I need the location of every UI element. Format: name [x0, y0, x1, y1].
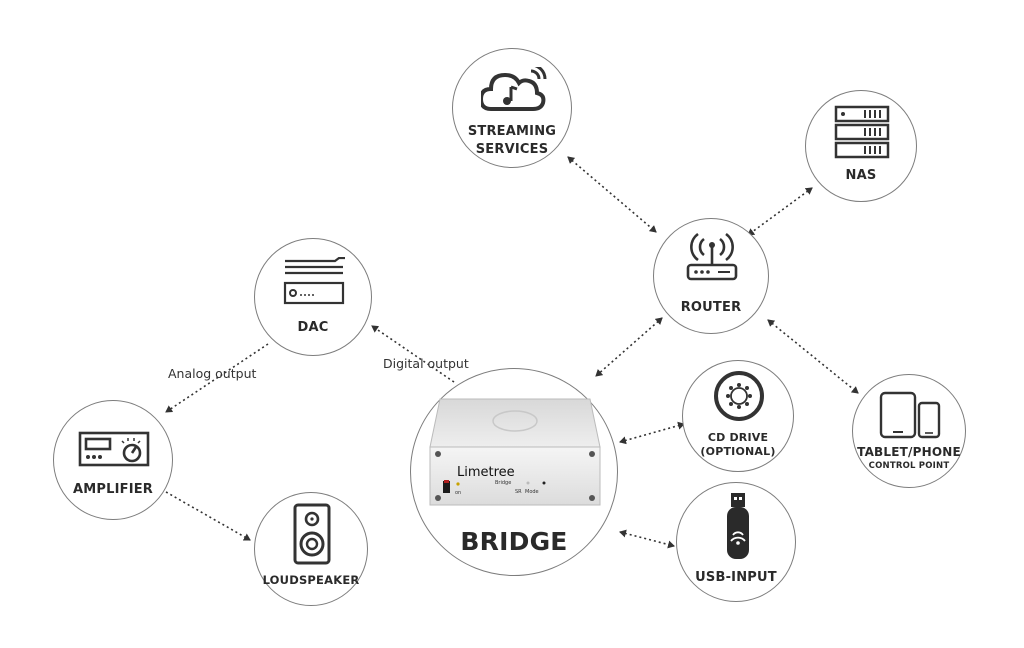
bridge-brand-text: Limetree [457, 465, 515, 480]
server-stack-icon [834, 105, 890, 159]
link-bridge-cd [619, 421, 685, 445]
nas-node[interactable]: NAS [805, 90, 917, 202]
amplifier-node[interactable]: AMPLIFIER [53, 400, 173, 520]
dac-device-icon [283, 257, 345, 305]
tablet-label-line1: TABLET/PHONE [857, 445, 961, 459]
cd-drive-label-line2: (OPTIONAL) [700, 445, 776, 458]
cloud-music-icon [481, 67, 547, 111]
dac-label: DAC [297, 320, 329, 335]
usb-input-node[interactable]: USB-INPUT [676, 482, 796, 602]
link-streaming-router [567, 156, 657, 233]
amplifier-label: AMPLIFIER [72, 482, 154, 497]
link-bridge-dac [371, 325, 455, 383]
nas-label: NAS [845, 168, 877, 183]
router-icon [686, 232, 738, 281]
link-amplifier-loudspeaker [165, 491, 251, 541]
streaming-label-line2: SERVICES [475, 142, 549, 157]
bridge-device-image [429, 398, 601, 506]
loudspeaker-node[interactable]: LOUDSPEAKER [254, 492, 368, 606]
link-router-bridge [595, 317, 663, 377]
loudspeaker-icon [293, 503, 331, 565]
bridge-model-text: Bridge [495, 480, 512, 486]
tablet-label-line2: CONTROL POINT [868, 461, 950, 471]
router-node[interactable]: ROUTER [653, 218, 769, 334]
bridge-sr-label: SR [515, 489, 522, 495]
link-nas-router [747, 187, 813, 236]
cd-drive-label-line1: CD DRIVE [707, 431, 769, 444]
usb-stick-icon [727, 493, 749, 559]
cd-disc-icon [714, 371, 764, 421]
loudspeaker-label: LOUDSPEAKER [262, 573, 360, 587]
bridge-label: BRIDGE [460, 527, 568, 556]
bridge-mode-label: Mode [525, 489, 539, 495]
link-bridge-usb [619, 529, 675, 549]
link-router-tablet [767, 319, 859, 394]
link-dac-amplifier [165, 343, 269, 413]
amplifier-icon [78, 431, 150, 467]
router-label: ROUTER [680, 300, 742, 315]
tablet-phone-node[interactable]: TABLET/PHONE CONTROL POINT [852, 374, 966, 488]
streaming-services-node[interactable]: STREAMING SERVICES [452, 48, 572, 168]
tablet-phone-icon [879, 391, 941, 439]
bridge-led-label: on [455, 490, 462, 496]
usb-input-label: USB-INPUT [695, 570, 777, 585]
bridge-node[interactable]: Limetree Bridge on SR Mode BRIDGE [410, 368, 618, 576]
streaming-label-line1: STREAMING [467, 124, 557, 139]
edge-label-analog: Analog output [168, 366, 257, 381]
dac-node[interactable]: DAC [254, 238, 372, 356]
cd-drive-node[interactable]: CD DRIVE (OPTIONAL) [682, 360, 794, 472]
edge-label-digital: Digital output [383, 356, 469, 371]
